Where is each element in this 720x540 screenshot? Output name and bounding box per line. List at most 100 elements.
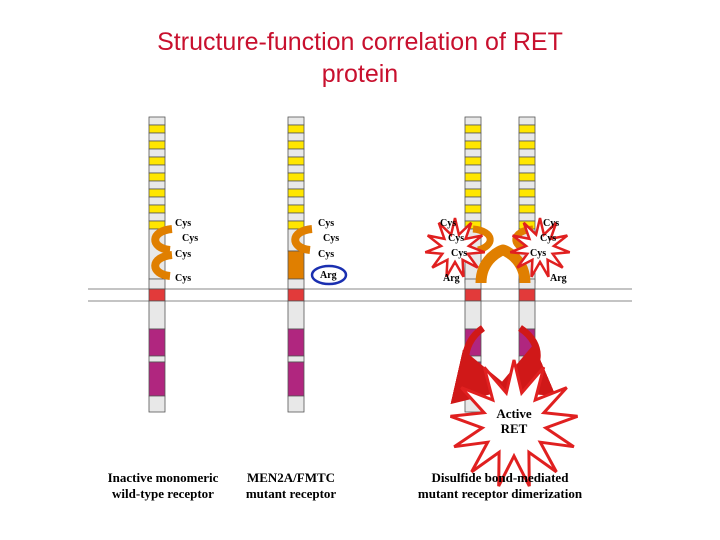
receptor-men2a-mutant <box>287 116 305 413</box>
residue-label: Cys <box>323 233 339 244</box>
residue-label: Cys <box>448 233 464 244</box>
cadherin-spacer <box>464 164 482 174</box>
cadherin-segment <box>464 204 482 214</box>
cadherin-spacer <box>148 164 166 174</box>
cadherin-segment <box>148 204 166 214</box>
cadherin-spacer <box>287 132 305 142</box>
cadherin-segment <box>518 140 536 150</box>
cadherin-spacer <box>518 164 536 174</box>
residue-label: Cys <box>540 233 556 244</box>
transmembrane-domain <box>464 288 482 302</box>
cadherin-segment <box>287 140 305 150</box>
mutation-burst <box>509 217 571 278</box>
residue-label: Cys <box>175 273 191 284</box>
cadherin-segment <box>518 124 536 134</box>
cadherin-spacer <box>518 116 536 126</box>
cadherin-segment <box>148 124 166 134</box>
active-ret-label: RET <box>501 421 528 436</box>
cadherin-spacer <box>518 148 536 158</box>
residue-label: Cys <box>175 249 191 260</box>
cadherin-spacer <box>464 116 482 126</box>
caption-dimerization: Disulfide bond-mediated mutant receptor … <box>400 470 600 502</box>
activation-arrow <box>493 325 556 396</box>
diagram-title: Structure-function correlation of RET pr… <box>0 26 720 90</box>
juxtamembrane-segment <box>148 278 166 290</box>
kinase-domain <box>287 361 305 397</box>
cadherin-spacer <box>518 180 536 190</box>
residue-label: Cys <box>175 218 191 229</box>
cadherin-spacer <box>148 148 166 158</box>
cadherin-spacer <box>287 212 305 222</box>
cysteine-arc <box>151 225 173 254</box>
c-terminal-tail <box>287 395 305 413</box>
cadherin-spacer <box>148 212 166 222</box>
cysteine-arc <box>472 225 494 254</box>
cadherin-spacer <box>464 148 482 158</box>
residue-label: Arg <box>550 273 567 284</box>
kinase-domain <box>148 328 166 357</box>
c-terminal-tail <box>148 395 166 413</box>
cadherin-spacer <box>287 196 305 206</box>
residue-label: Cys <box>543 218 559 229</box>
kinase-insert <box>518 355 536 363</box>
caption-men2a: MEN2A/FMTC mutant receptor <box>232 470 350 502</box>
cadherin-spacer <box>148 180 166 190</box>
caption-line: Disulfide bond-mediated <box>431 470 569 485</box>
caption-line: mutant receptor <box>245 486 337 501</box>
intracellular-segment <box>464 300 482 330</box>
residue-label: Cys <box>318 218 334 229</box>
cadherin-segment <box>148 188 166 198</box>
title-line-2: protein <box>321 60 399 88</box>
cadherin-segment <box>464 188 482 198</box>
juxtamembrane-segment <box>287 278 305 290</box>
cadherin-segment <box>148 172 166 182</box>
intracellular-segment <box>287 300 305 330</box>
cadherin-spacer <box>518 132 536 142</box>
caption-line: wild-type receptor <box>112 486 214 501</box>
intracellular-segment <box>518 300 536 330</box>
residue-label: Cys <box>182 233 198 244</box>
residue-label: Cys <box>440 218 456 229</box>
cysteine-rich-domain <box>287 250 305 280</box>
cadherin-segment <box>148 140 166 150</box>
activation-arrow <box>450 325 512 405</box>
cadherin-segment <box>464 156 482 166</box>
cadherin-segment <box>464 140 482 150</box>
mutation-burst <box>424 217 486 278</box>
cadherin-spacer <box>464 212 482 222</box>
cadherin-segment <box>518 156 536 166</box>
cadherin-spacer <box>464 132 482 142</box>
cadherin-segment <box>287 204 305 214</box>
cadherin-spacer <box>518 212 536 222</box>
residue-label: Cys <box>318 249 334 260</box>
caption-line: mutant receptor dimerization <box>417 486 583 501</box>
active-ret-label: Active <box>496 406 532 421</box>
cadherin-spacer <box>287 148 305 158</box>
cadherin-segment <box>464 124 482 134</box>
residue-label: Arg <box>320 270 337 281</box>
residue-label: Cys <box>451 248 467 259</box>
caption-line: Inactive monomeric <box>107 470 219 485</box>
transmembrane-domain <box>518 288 536 302</box>
cadherin-segment <box>287 156 305 166</box>
residue-label: Arg <box>443 273 460 284</box>
cadherin-segment <box>287 188 305 198</box>
cysteine-arc <box>291 225 313 254</box>
cadherin-segment <box>464 172 482 182</box>
cadherin-spacer <box>287 180 305 190</box>
cadherin-segment <box>518 172 536 182</box>
kinase-insert <box>287 355 305 363</box>
kinase-domain <box>287 328 305 357</box>
cadherin-spacer <box>148 116 166 126</box>
transmembrane-domain <box>287 288 305 302</box>
title-line-1: Structure-function correlation of RET <box>157 28 563 56</box>
cysteine-arc <box>151 251 173 280</box>
caption-wild-type: Inactive monomeric wild-type receptor <box>98 470 228 502</box>
cadherin-segment <box>148 156 166 166</box>
cadherin-segment <box>287 124 305 134</box>
kinase-domain <box>148 361 166 397</box>
cadherin-spacer <box>148 196 166 206</box>
active-ret-burst <box>449 359 579 487</box>
cadherin-segment <box>287 172 305 182</box>
